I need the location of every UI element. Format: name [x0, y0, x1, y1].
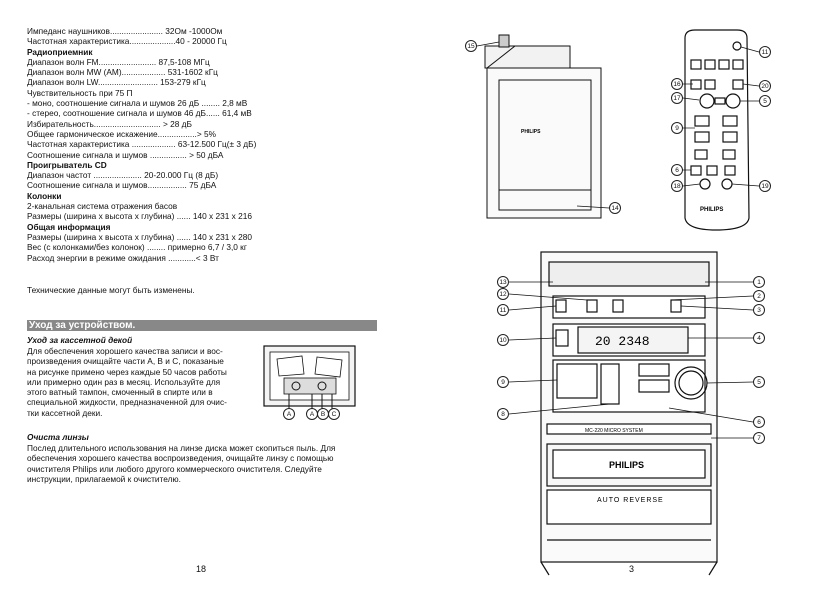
page-number: 3: [629, 564, 635, 574]
callout-badge: 15: [465, 40, 477, 52]
part-c-label: C: [328, 408, 340, 420]
callout-lines: [476, 41, 760, 439]
spec-line: Размеры (ширина x высота x глубина) ....…: [27, 231, 252, 242]
callout-badge: 17: [671, 92, 683, 104]
spec-heading: Радиоприемник: [27, 46, 93, 57]
callout-badge: 18: [671, 180, 683, 192]
changes-note: Технические данные могут быть изменены.: [27, 285, 195, 295]
remote-control-illustration: [684, 29, 750, 231]
part-a-label: A: [283, 408, 295, 420]
spec-line: 2-канальная система отражения басов: [27, 201, 178, 212]
specifications-list: Импеданс наушников......................…: [27, 26, 387, 263]
spec-line: Соотношение сигнала и шумов.............…: [27, 180, 217, 191]
spec-line: Импеданс наушников......................…: [27, 26, 223, 36]
paragraph-line: Послед длительного использования на линз…: [27, 443, 336, 453]
cassette-paragraph: Для обеспечения хорошего качества записи…: [27, 346, 227, 418]
spec-line: Частотная характеристика ...............…: [27, 139, 257, 150]
callout-badge: 5: [759, 95, 771, 107]
paragraph-line: Для обеспечения хорошего качества записи…: [27, 346, 223, 356]
paragraph-line: тки кассетной деки.: [27, 407, 103, 418]
cd-unit-illustration: [484, 34, 602, 219]
callout-badge: 14: [609, 202, 621, 214]
callout-badge: 16: [671, 78, 683, 90]
spec-line: Соотношение сигнала и шумов ............…: [27, 149, 224, 160]
callout-badge: 20: [759, 80, 771, 92]
page-number: 18: [196, 564, 207, 574]
spec-line: Чувствительность при 75 П: [27, 87, 133, 98]
callout-badge: 6: [753, 416, 765, 428]
callout-badge: 12: [497, 288, 509, 300]
callout-badge: 6: [671, 164, 683, 176]
spec-line: Диапазон волн MW (AM)...................…: [27, 67, 218, 78]
model-label: MC-220 MICRO SYSTEM: [585, 428, 643, 434]
spec-line: - моно, соотношение сигнала и шумов 26 д…: [27, 98, 248, 109]
remote-brand-text: PHILIPS: [700, 207, 723, 213]
paragraph-line: на рисунке примено через каждые 50 часов…: [27, 366, 227, 377]
paragraph-line: специальной жидкости, предназначенной дл…: [27, 397, 227, 408]
product-illustration: PHILIPS PHILIPS: [476, 29, 760, 576]
callout-badge: 11: [497, 304, 509, 316]
callout-badge: 5: [753, 376, 765, 388]
spec-heading: Проигрыватель CD: [27, 159, 107, 170]
spec-line: - стерео, соотношение сигнала и шумов 46…: [27, 108, 252, 119]
paragraph-line: обеспечения хорошего качества воспроизве…: [27, 453, 334, 464]
unit-brand-text: PHILIPS: [521, 129, 541, 135]
spec-line: Общее гармоническое искажение...........…: [27, 128, 216, 139]
paragraph-line: инструкции, прилагаемой к очистителю.: [27, 473, 181, 484]
callout-badge: 9: [671, 122, 683, 134]
callout-badge: 1: [753, 276, 765, 288]
lens-heading: Очиста линзы: [27, 432, 89, 442]
callout-badge: 7: [753, 432, 765, 444]
paragraph-line: этого ватный тампон, смоченный в спирте …: [27, 387, 213, 398]
spec-line: Диапазон волн LW........................…: [27, 77, 206, 88]
lens-paragraph: Послед длительного использования на линз…: [27, 443, 335, 484]
left-page: Импеданс наушников......................…: [0, 0, 419, 595]
cassette-deck-illustration: A A B C: [262, 344, 357, 422]
paragraph-line: очистителя Philips или любого другого ко…: [27, 463, 322, 474]
spec-line: Расход энергии в режиме ожидания .......…: [27, 252, 219, 263]
spec-line: Избирательность.........................…: [27, 118, 192, 129]
main-unit-illustration: [540, 251, 718, 576]
spec-line: Вес (с колонками/без колонок) ........ п…: [27, 242, 247, 253]
paragraph-line: произведения очищайте части A, B и C, по…: [27, 356, 224, 367]
callout-badge: 13: [497, 276, 509, 288]
spec-line: Диапазон волн FM........................…: [27, 56, 210, 67]
callout-badge: 11: [759, 46, 771, 58]
callout-badge: 4: [753, 332, 765, 344]
spec-heading: Общая информация: [27, 221, 111, 232]
cassette-heading: Уход за кассетной декой: [27, 335, 133, 345]
spec-line: Диапазон частот ..................... 20…: [27, 170, 219, 181]
callout-badge: 19: [759, 180, 771, 192]
callout-badge: 9: [497, 376, 509, 388]
spec-heading: Колонки: [27, 190, 62, 201]
callout-badge: 2: [753, 290, 765, 302]
callout-badge: 8: [497, 408, 509, 420]
auto-reverse-label: AUTO REVERSE: [597, 497, 664, 504]
paragraph-line: или примерно один раз в месяц. Используй…: [27, 376, 221, 387]
display-readout: 20 2348: [595, 334, 650, 349]
unit-front-brand: PHILIPS: [609, 460, 644, 470]
callout-badge: 3: [753, 304, 765, 316]
spec-line: Частотная характеристика................…: [27, 36, 227, 47]
section-heading: Уход за устройством.: [27, 320, 377, 331]
spec-line: Размеры (ширина x высота x глубина) ....…: [27, 211, 252, 222]
callout-badge: 10: [497, 334, 509, 346]
right-page: PHILIPS PHILIPS: [419, 0, 839, 595]
